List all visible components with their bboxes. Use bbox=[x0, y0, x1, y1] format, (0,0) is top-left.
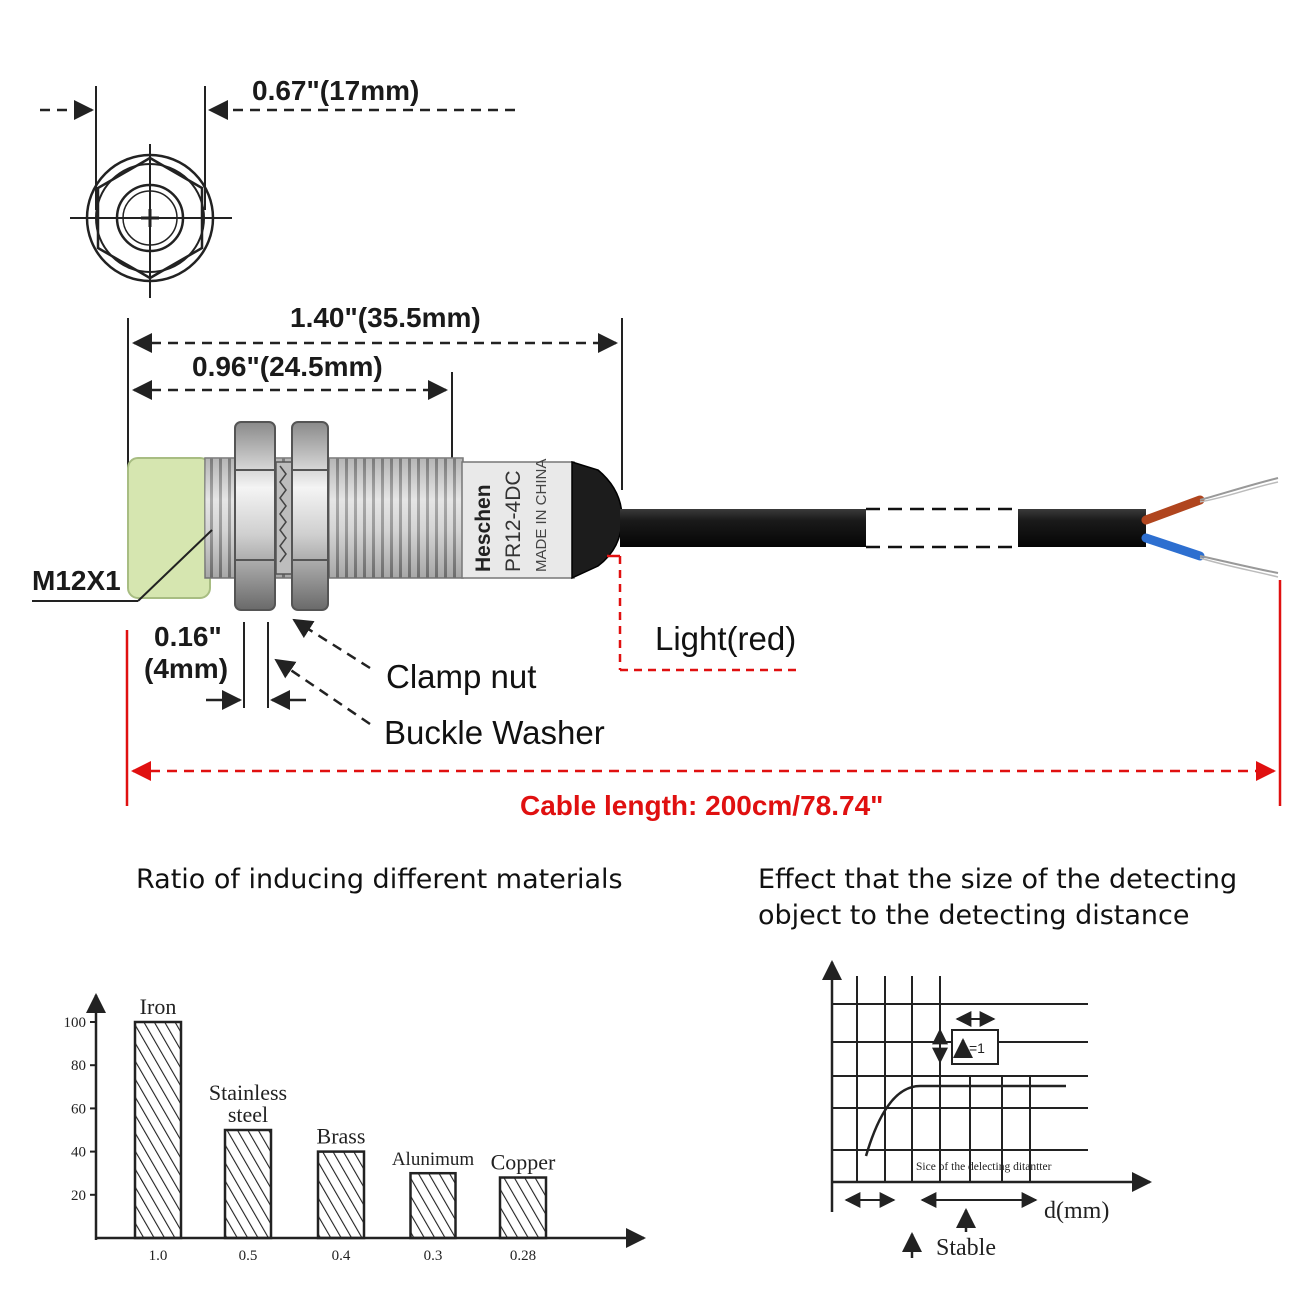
x-tick-label: 1.0 bbox=[149, 1248, 168, 1264]
origin-label: MADE IN CHINA bbox=[533, 459, 550, 572]
y-tick-label: 60 bbox=[71, 1101, 86, 1117]
x-tick-label: 0.5 bbox=[239, 1248, 258, 1264]
bar-category-label: Alunimum bbox=[392, 1149, 475, 1170]
length-dimension-label: 1.40"(35.5mm) bbox=[290, 302, 481, 333]
unit-box-label: =1 bbox=[969, 1040, 985, 1056]
label-sleeve bbox=[461, 461, 575, 579]
thread-dimension-label: 0.96"(24.5mm) bbox=[192, 351, 383, 382]
bar-category-label: steel bbox=[228, 1102, 268, 1127]
clamp-nut-label: Clamp nut bbox=[386, 658, 536, 695]
washer-leader bbox=[274, 658, 371, 726]
right-chart-title-line1: Effect that the size of the detecting bbox=[758, 864, 1237, 895]
bar-category-label: Iron bbox=[140, 994, 177, 1019]
thread-spec-label: M12X1 bbox=[32, 565, 121, 596]
cable bbox=[620, 509, 866, 547]
x-tick-label: 0.3 bbox=[424, 1248, 443, 1264]
right-chart-title-line2: object to the detecting distance bbox=[758, 900, 1190, 931]
leader-line bbox=[137, 529, 213, 602]
clamp-nut-leader bbox=[292, 618, 371, 670]
clamp-nut bbox=[234, 421, 276, 611]
brown-wire bbox=[1141, 495, 1205, 525]
detecting-distance-diagram: =1 Sice of the delecting ditantter d(mm)… bbox=[822, 960, 1152, 1261]
cable-length-label: Cable length: 200cm/78.74" bbox=[520, 790, 883, 821]
left-chart-title: Ratio of inducing different materials bbox=[136, 864, 623, 895]
model-label: PR12-4DC bbox=[502, 470, 525, 572]
bar bbox=[223, 1128, 273, 1240]
width-dimension-label: 0.67"(17mm) bbox=[252, 75, 419, 106]
nut-width-label-line2: (4mm) bbox=[144, 653, 228, 684]
nut-width-label-line1: 0.16" bbox=[154, 621, 222, 652]
bar-category-label: Stainless bbox=[209, 1080, 287, 1105]
bar bbox=[498, 1176, 548, 1240]
bar-category-label: Copper bbox=[491, 1150, 556, 1175]
distance-curve bbox=[864, 1084, 1066, 1157]
y-tick-label: 100 bbox=[64, 1015, 87, 1031]
sensing-face bbox=[127, 457, 211, 599]
end-view-drawing bbox=[40, 86, 515, 298]
stable-label: Stable bbox=[936, 1235, 996, 1261]
bar bbox=[409, 1171, 457, 1240]
x-axis-label: d(mm) bbox=[1044, 1198, 1109, 1224]
y-tick-label: 40 bbox=[71, 1145, 86, 1161]
x-tick-label: 0.28 bbox=[510, 1248, 536, 1264]
buckle-washer-label: Buckle Washer bbox=[384, 714, 605, 751]
rear-cap bbox=[571, 460, 623, 580]
light-label: Light(red) bbox=[655, 620, 796, 657]
grid bbox=[832, 976, 1088, 1182]
y-tick-label: 80 bbox=[71, 1058, 86, 1074]
cable-end bbox=[1018, 509, 1146, 547]
bar bbox=[133, 1020, 183, 1240]
sensor-photo: Heschen PR12-4DC MADE IN CHINA bbox=[127, 421, 1279, 611]
inner-caption: Sice of the delecting ditantter bbox=[916, 1161, 1052, 1173]
bar-category-label: Brass bbox=[317, 1124, 366, 1149]
bar bbox=[316, 1150, 366, 1240]
x-tick-label: 0.4 bbox=[332, 1248, 351, 1264]
y-tick-label: 20 bbox=[71, 1188, 86, 1204]
blue-wire bbox=[1141, 533, 1205, 561]
clamp-nut-second bbox=[291, 421, 329, 611]
brand-label: Heschen bbox=[472, 484, 495, 572]
